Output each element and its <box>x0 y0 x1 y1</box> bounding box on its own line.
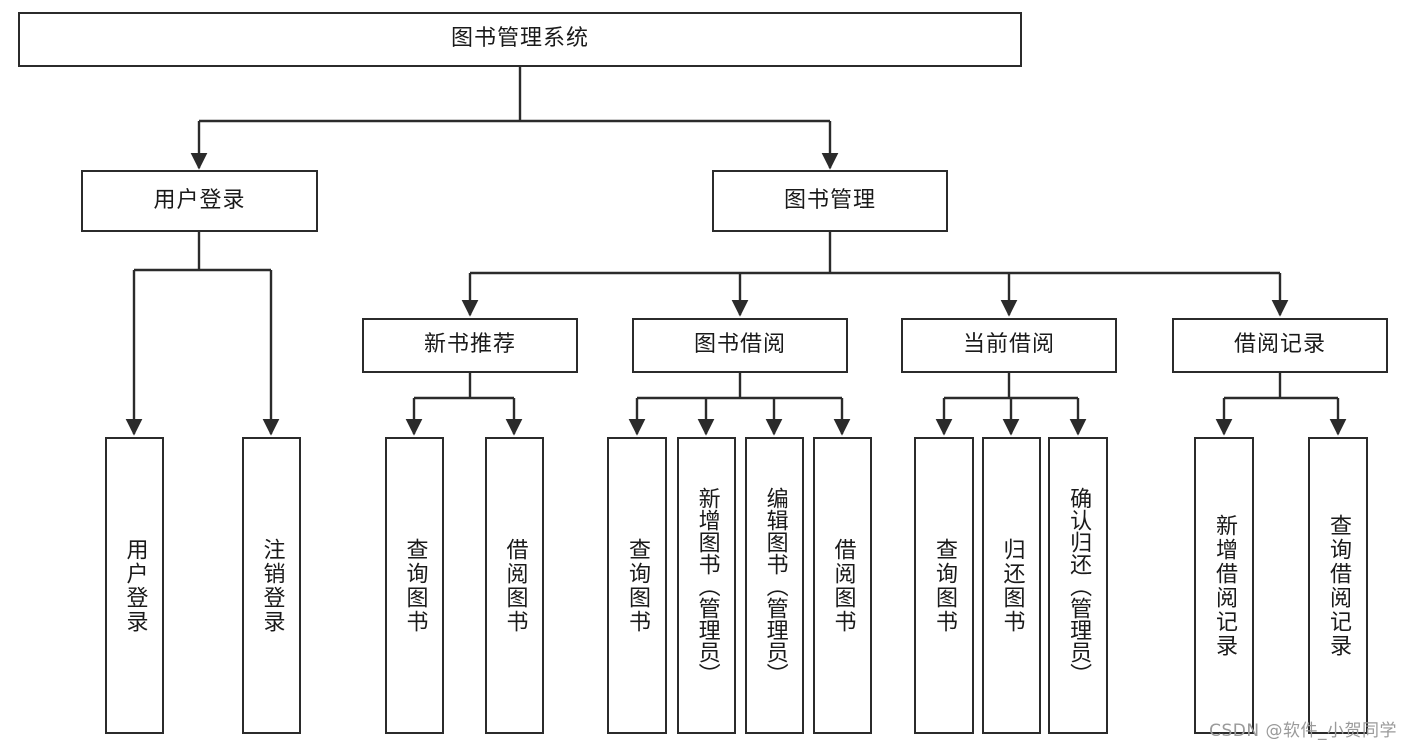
node-book-manage[interactable]: 图书管理 <box>712 170 948 232</box>
node-current-borrow-label: 当前借阅 <box>962 332 1055 358</box>
leaf-currentborrow-query-book[interactable]: 查询图书 <box>914 437 974 734</box>
leaf-bookborrow-edit-book-admin-label: 编辑图书（管理员） <box>762 486 788 685</box>
leaf-borrowrecord-add-record-label: 新增借阅记录 <box>1211 513 1237 658</box>
node-book-borrow-label: 图书借阅 <box>693 332 786 358</box>
leaf-bookborrow-borrow-book-label: 借阅图书 <box>830 537 856 634</box>
node-new-book-recommend[interactable]: 新书推荐 <box>362 318 578 373</box>
leaf-currentborrow-return-book[interactable]: 归还图书 <box>982 437 1041 734</box>
leaf-bookborrow-edit-book-admin[interactable]: 编辑图书（管理员） <box>745 437 804 734</box>
leaf-logout[interactable]: 注销登录 <box>242 437 301 734</box>
leaf-currentborrow-query-book-label: 查询图书 <box>931 537 957 634</box>
leaf-logout-label: 注销登录 <box>259 537 285 634</box>
leaf-bookborrow-borrow-book[interactable]: 借阅图书 <box>813 437 872 734</box>
node-borrow-record-label: 借阅记录 <box>1233 332 1326 358</box>
node-root-label: 图书管理系统 <box>450 26 589 52</box>
node-borrow-record[interactable]: 借阅记录 <box>1172 318 1388 373</box>
leaf-user-login-label: 用户登录 <box>122 537 148 634</box>
node-root-system[interactable]: 图书管理系统 <box>18 12 1022 67</box>
node-user-login-label: 用户登录 <box>153 187 246 213</box>
leaf-borrowrecord-query-record-label: 查询借阅记录 <box>1325 513 1351 658</box>
leaf-borrowrecord-query-record[interactable]: 查询借阅记录 <box>1308 437 1368 734</box>
leaf-newbook-query-book[interactable]: 查询图书 <box>385 437 444 734</box>
leaf-user-login[interactable]: 用户登录 <box>105 437 164 734</box>
leaf-newbook-borrow-book[interactable]: 借阅图书 <box>485 437 544 734</box>
node-current-borrow[interactable]: 当前借阅 <box>901 318 1117 373</box>
leaf-newbook-borrow-book-label: 借阅图书 <box>502 537 528 634</box>
leaf-newbook-query-book-label: 查询图书 <box>402 537 428 634</box>
leaf-bookborrow-query-book-label: 查询图书 <box>624 537 650 634</box>
leaf-currentborrow-confirm-return-admin[interactable]: 确认归还（管理员） <box>1048 437 1108 734</box>
leaf-currentborrow-confirm-return-admin-label: 确认归还（管理员） <box>1066 486 1092 685</box>
node-new-book-recommend-label: 新书推荐 <box>423 332 516 358</box>
csdn-watermark: CSDN @软件_小贺同学 <box>1209 721 1397 741</box>
leaf-currentborrow-return-book-label: 归还图书 <box>999 537 1025 634</box>
node-book-borrow[interactable]: 图书借阅 <box>632 318 848 373</box>
leaf-bookborrow-add-book-admin-label: 新增图书（管理员） <box>694 486 720 685</box>
leaf-borrowrecord-add-record[interactable]: 新增借阅记录 <box>1194 437 1254 734</box>
node-user-login[interactable]: 用户登录 <box>81 170 318 232</box>
leaf-bookborrow-add-book-admin[interactable]: 新增图书（管理员） <box>677 437 736 734</box>
node-book-manage-label: 图书管理 <box>783 187 876 213</box>
leaf-bookborrow-query-book[interactable]: 查询图书 <box>607 437 667 734</box>
